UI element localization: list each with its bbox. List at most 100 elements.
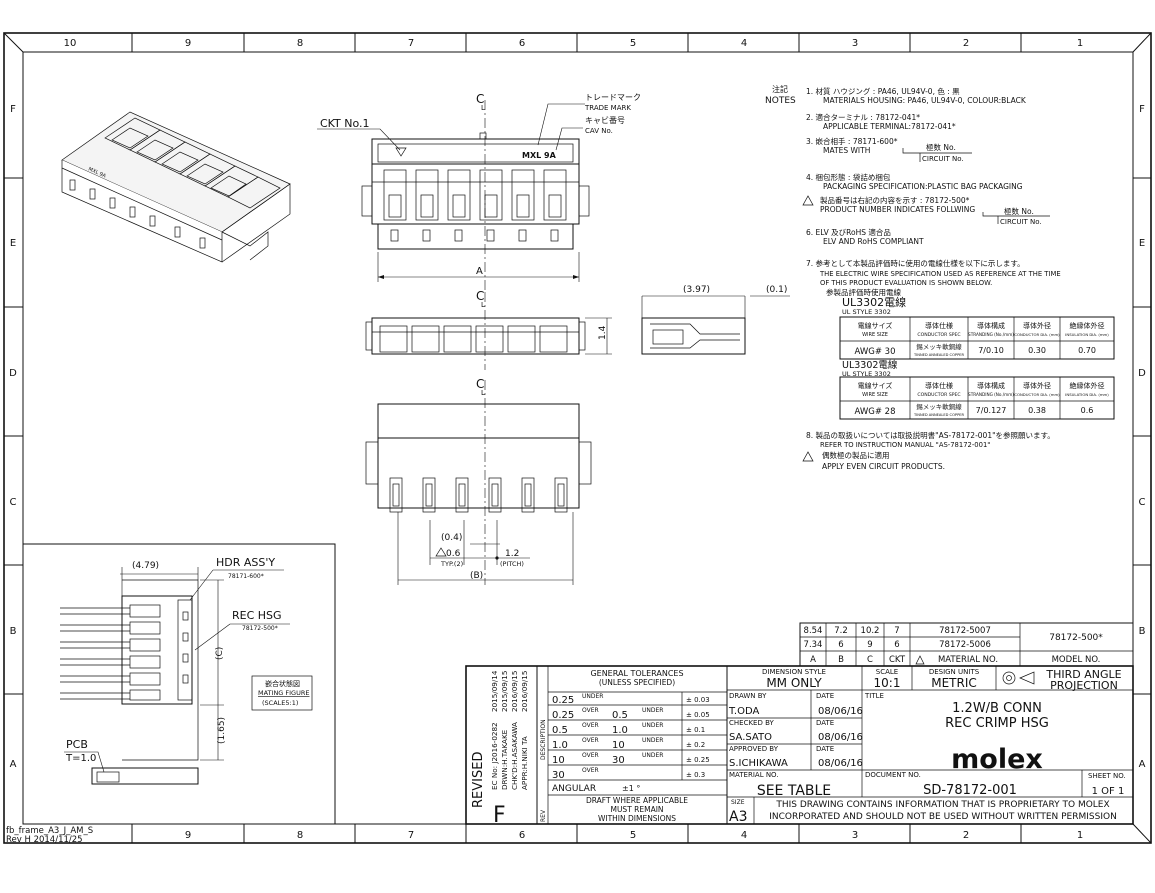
wire-table-2-title: UL3302電線 xyxy=(842,359,898,371)
tol-draft3: WITHIN DIMENSIONS xyxy=(598,814,676,823)
tol-title1: GENERAL TOLERANCES xyxy=(590,669,683,678)
row-label-f-left: F xyxy=(10,104,16,115)
tol-r6-a: 30 xyxy=(552,770,565,781)
third-angle-projection-icon xyxy=(1002,671,1035,685)
wire-table-1-stranding: 7/0.10 xyxy=(978,346,1004,355)
notes-head-en: NOTES xyxy=(765,96,796,106)
wire-table-2-spec: 錫メッキ軟銅線 xyxy=(916,402,962,411)
revised-label: REVISED xyxy=(471,752,486,808)
tol-angular-val: ±1 ° xyxy=(622,784,640,793)
wire-table-1-h2: 導体構成 xyxy=(977,321,1005,330)
wire-table-2-h0-en: WIRE SIZE xyxy=(862,392,888,398)
wire-table-2-spec-en: TINNED ANNEALED COPPER xyxy=(913,413,965,417)
dimension-side-width: (3.97) xyxy=(683,285,710,295)
wire-table-1-h1: 導体仕様 xyxy=(925,321,953,330)
drawing-title-2: REC CRIMP HSG xyxy=(945,716,1049,731)
mating-figure-scale: (SCALE5:1) xyxy=(262,699,298,707)
front-view xyxy=(361,100,590,290)
row-label-a-left: A xyxy=(10,759,17,770)
note-5-jp: 製品番号は右記の内容を示す : 78172-500* xyxy=(820,195,970,205)
date-label-3: DATE xyxy=(816,745,834,753)
drawn-by-label: DRAWN BY xyxy=(729,692,767,700)
title-block-frame xyxy=(465,665,1134,825)
size-label: SIZE xyxy=(731,799,745,806)
date-label-2: DATE xyxy=(816,719,834,727)
rec-hsg-label: REC HSG xyxy=(232,609,282,622)
wire-table-1-title: UL3302電線 xyxy=(842,295,906,309)
note-4-jp: 4. 梱包形態 : 袋詰め梱包 xyxy=(806,172,891,182)
isometric-view: MXL 9A xyxy=(61,111,291,263)
row-label-b-right: B xyxy=(1139,626,1146,637)
wire-table-2-h4-en: INSULATION DIA. (mm) xyxy=(1065,392,1109,397)
bottom-view-centerline-sub: L xyxy=(481,389,485,397)
wire-table-2-h0: 電線サイズ xyxy=(858,381,893,390)
wire-table-1 xyxy=(839,316,1115,360)
col-label-bottom-5: 5 xyxy=(630,830,636,841)
wire-table-1-h3-en: CONDUCTOR DIA. (mm) xyxy=(1014,332,1060,337)
note-3-box2: CIRCUIT No. xyxy=(922,155,964,163)
tol-r2-b: OVER xyxy=(582,707,599,714)
rev-drwn: DRWN:H.TAKAKE xyxy=(500,729,509,790)
note-3-jp: 3. 嵌合相手 : 78171-600* xyxy=(806,136,898,146)
ckt-r2-a: 7.34 xyxy=(804,640,823,650)
tol-r6-b: OVER xyxy=(582,767,599,774)
wire-table-2-subtitle: UL STYLE 3302 xyxy=(842,370,891,378)
tol-draft2: MUST REMAIN xyxy=(610,805,663,814)
trademark-jp: トレードマーク xyxy=(585,93,641,102)
design-units-label: DESIGN UNITS xyxy=(929,668,980,676)
wire-table-1-h4: 絶縁体外径 xyxy=(1070,321,1105,330)
ckt-r1-material: 78172-5007 xyxy=(939,626,991,636)
tol-r2-tol: ± 0.05 xyxy=(686,711,710,719)
ckt-h-c: C xyxy=(867,655,873,665)
document-no: SD-78172-001 xyxy=(923,783,1017,798)
ckt-h-ckt: CKT xyxy=(889,655,906,665)
wire-table-1-cond-dia: 0.30 xyxy=(1028,346,1046,355)
dimension-c: (C) xyxy=(215,647,225,660)
note-4-en: PACKAGING SPECIFICATION:PLASTIC BAG PACK… xyxy=(823,182,1023,191)
date-label-1: DATE xyxy=(816,692,834,700)
note-9-jp: 偶数極の製品に適用 xyxy=(822,450,890,460)
dimension-06: 0.6 xyxy=(446,549,461,559)
form-rev: Rev H 2014/11/25 xyxy=(6,835,83,845)
row-label-e-right: E xyxy=(1139,238,1145,249)
note-5-box2: CIRCUIT No. xyxy=(1000,218,1042,226)
wire-table-1-spec-en: TINNED ANNEALED COPPER xyxy=(913,353,965,357)
mating-figure-en: MATING FIGURE xyxy=(258,689,309,697)
rev-ec-date: 2015/09/14 xyxy=(490,670,499,712)
ckt-r2-b: 6 xyxy=(838,640,843,650)
tol-r2-d: UNDER xyxy=(642,707,663,714)
dimension-479: (4.79) xyxy=(132,561,159,571)
row-label-d-left: D xyxy=(9,368,17,379)
note-1-jp: 1. 材質 ハウジング : PA46, UL94V-0, 色 : 黒 xyxy=(806,86,960,96)
drawn-by: T.ODA xyxy=(728,706,759,717)
trademark-en: TRADE MARK xyxy=(584,104,631,112)
dimension-12-pitch: (PITCH) xyxy=(500,560,524,568)
proprietary-2: INCORPORATED AND SHOULD NOT BE USED WITH… xyxy=(769,812,1117,822)
note-3-en: MATES WITH xyxy=(823,146,870,155)
drawn-date: 08/06/16 xyxy=(818,706,863,717)
rev-appr: APPR:H.NIKI TA xyxy=(520,736,529,790)
marking-text: MXL 9A xyxy=(522,151,557,160)
note-7-jp: 7. 参考として本製品評価時に使用の電線仕様を以下に示します。 xyxy=(806,258,1025,268)
dimension-side-offset: (0.1) xyxy=(766,285,787,295)
tol-r4-c: 10 xyxy=(612,740,625,751)
material-no: SEE TABLE xyxy=(757,783,831,799)
tol-r4-a: 1.0 xyxy=(552,740,568,751)
cav-jp: キャビ番号 xyxy=(585,115,625,125)
rev-appr-date: 2016/09/15 xyxy=(520,671,529,712)
mating-figure-jp: 嵌合状態図 xyxy=(265,679,300,688)
approved-date: 08/06/16 xyxy=(818,758,863,769)
note-6-jp: 6. ELV 及びRoHS 適合品 xyxy=(806,227,891,237)
rev-description-label: DESCRIPTION xyxy=(540,719,547,760)
wire-table-1-h3: 導体外径 xyxy=(1023,321,1051,330)
drawing-title-1: 1.2W/B CONN xyxy=(952,701,1042,716)
col-label-6: 6 xyxy=(519,38,525,49)
wire-table-2-stranding: 7/0.127 xyxy=(976,406,1007,415)
bottom-view xyxy=(365,380,592,585)
wire-table-2-h3: 導体外径 xyxy=(1023,381,1051,390)
scale: 10:1 xyxy=(874,676,901,690)
note-9-en: APPLY EVEN CIRCUIT PRODUCTS. xyxy=(822,462,945,471)
sheet-no: 1 OF 1 xyxy=(1092,786,1125,797)
wire-table-2-awg: AWG# 28 xyxy=(855,407,896,417)
col-label-9: 9 xyxy=(185,38,191,49)
